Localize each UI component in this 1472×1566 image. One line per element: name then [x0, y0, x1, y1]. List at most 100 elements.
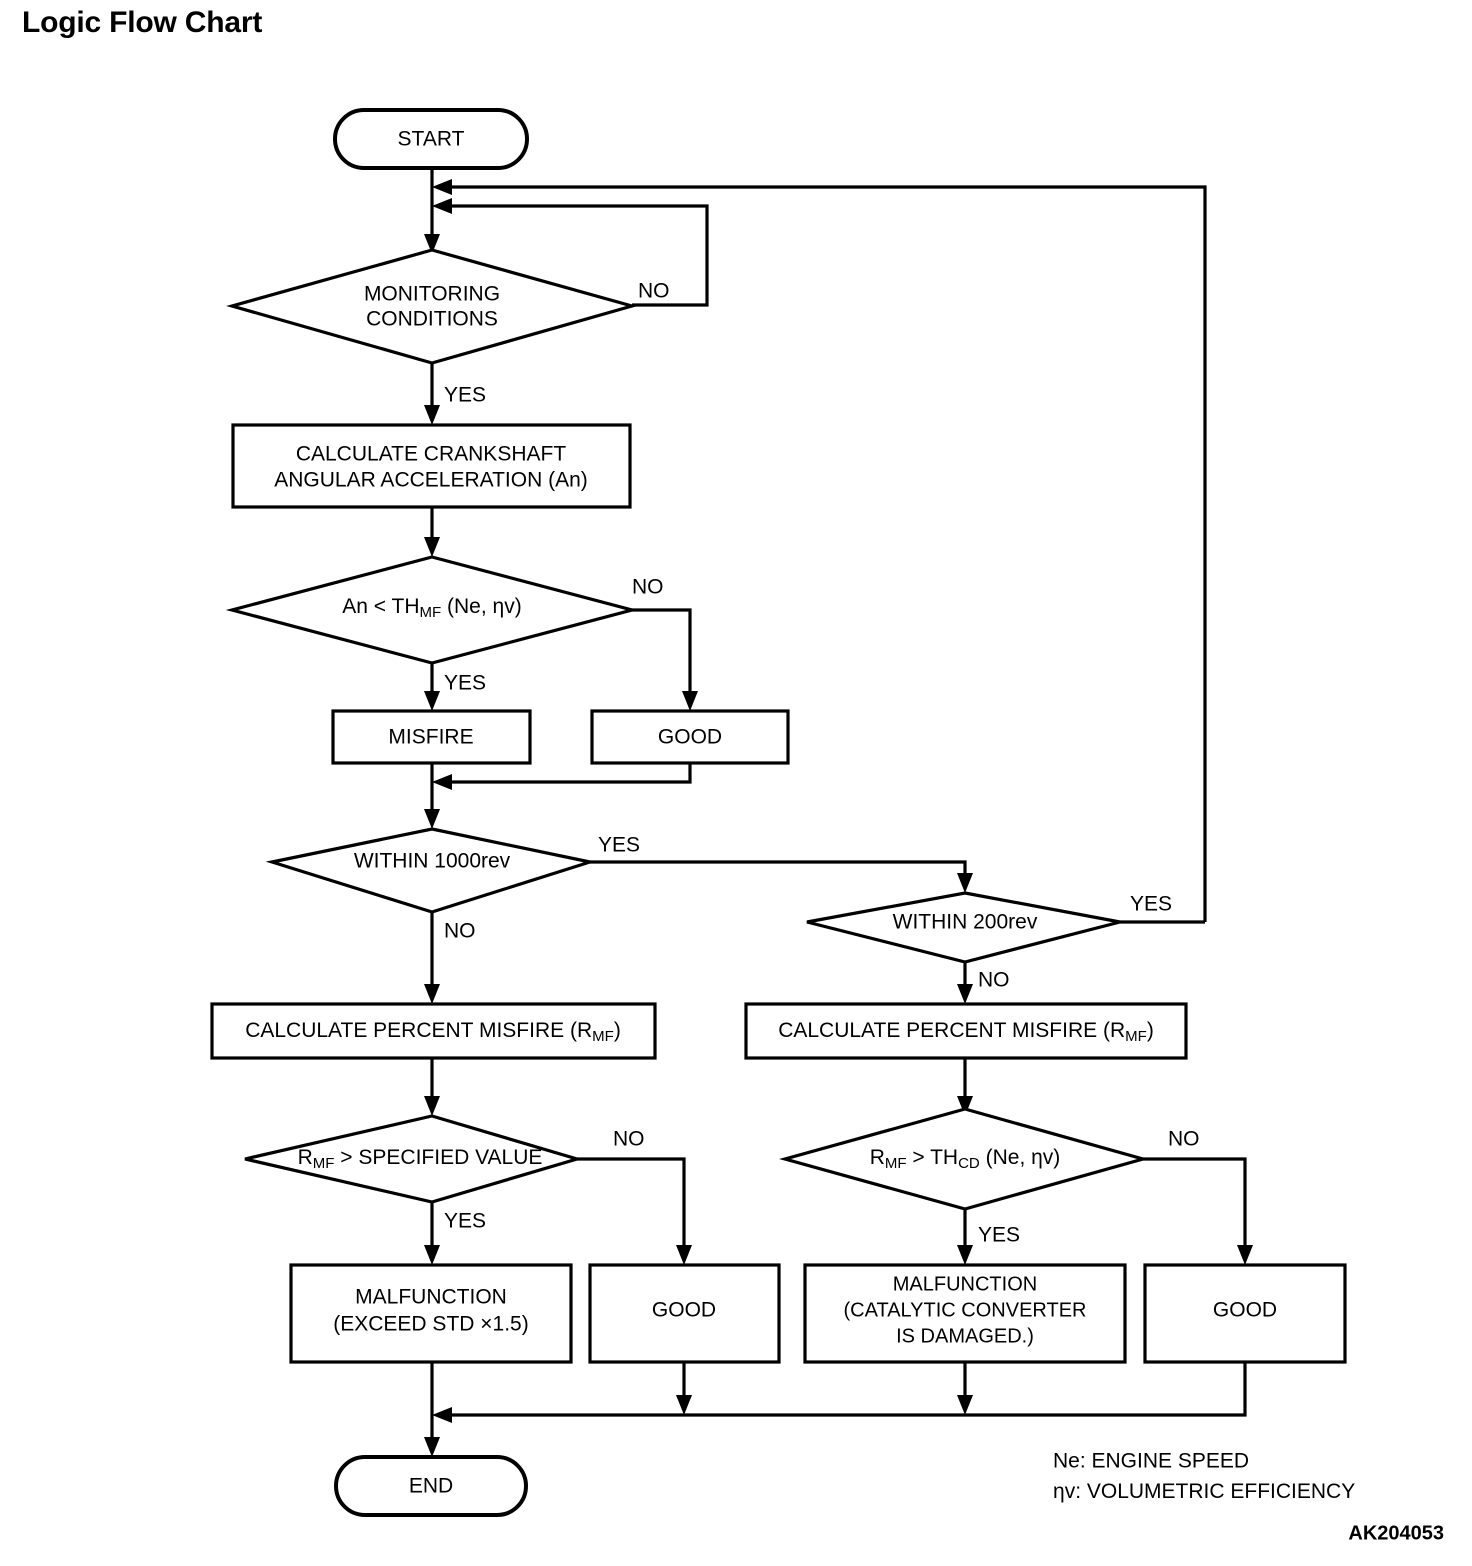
- node-an-lt-thmf-pre: An < TH: [342, 595, 419, 618]
- node-good-3[interactable]: [1143, 1263, 1347, 1364]
- node-malfunction-catalytic-converter[interactable]: [803, 1263, 1127, 1364]
- edge-label-rev1000-no: NO: [444, 920, 476, 943]
- arrowhead-malf1-to-end: [424, 1437, 440, 1457]
- rmf-thcd-sub: MF: [885, 1155, 907, 1172]
- node-calculate-percent-misfire-left[interactable]: [210, 1002, 657, 1060]
- node-malfunction-catalytic-line1: MALFUNCTION: [893, 1273, 1037, 1295]
- edge-label-rmfthcd-no: NO: [1168, 1128, 1200, 1151]
- calc-pct-left-pre: CALCULATE PERCENT MISFIRE (R: [245, 1019, 592, 1042]
- node-start-label: START: [398, 128, 465, 151]
- node-rmf-gt-specified-value[interactable]: [244, 1114, 583, 1204]
- arrowhead-good2-to-collector: [676, 1395, 692, 1415]
- edge-label-anth-yes: YES: [444, 672, 486, 695]
- arrowhead-outer-return: [432, 179, 452, 195]
- rmf-spec-pre: R: [298, 1146, 313, 1169]
- edge-label-rmfspec-yes: YES: [444, 1210, 486, 1233]
- edge-anth-no: [632, 608, 692, 700]
- node-calculate-percent-misfire-right[interactable]: [744, 1002, 1188, 1060]
- edge-outer-return-rail: [444, 185, 1207, 922]
- arrowhead-calcpctl-to-rmfspec: [424, 1096, 440, 1116]
- node-good-1[interactable]: [590, 709, 790, 765]
- node-good-2[interactable]: [588, 1263, 781, 1364]
- legend-line-2-rest: v: VOLUMETRIC EFFICIENCY: [1065, 1480, 1356, 1503]
- edge-label-rmfspec-no: NO: [613, 1128, 645, 1151]
- edge-bottom-collector: [444, 1362, 1247, 1417]
- arrowhead-rmfspec-no: [676, 1245, 692, 1265]
- node-end[interactable]: [334, 1455, 528, 1517]
- rmf-spec-sub: MF: [313, 1155, 335, 1172]
- rmf-spec-post: > SPECIFIED VALUE: [334, 1146, 542, 1169]
- node-misfire-label: MISFIRE: [388, 726, 473, 749]
- edge-label-rmfthcd-yes: YES: [978, 1224, 1020, 1247]
- edge-monitoring-no-return: [444, 204, 709, 307]
- node-calculate-crankshaft-line1: CALCULATE CRANKSHAFT: [296, 443, 566, 466]
- calc-pct-left-post: ): [614, 1019, 621, 1042]
- node-misfire[interactable]: [331, 709, 532, 765]
- node-rmf-gt-thcd[interactable]: [779, 1107, 1149, 1211]
- calc-pct-left-sub: MF: [592, 1028, 614, 1045]
- node-monitoring-label-line1: MONITORING: [364, 283, 500, 306]
- edge-label-rev200-no: NO: [978, 969, 1010, 992]
- arrowhead-monitoring-yes: [424, 405, 440, 425]
- node-calculate-crankshaft[interactable]: [231, 423, 632, 509]
- edge-label-rev1000-yes: YES: [598, 834, 640, 857]
- node-end-label: END: [409, 1475, 453, 1498]
- rmf-thcd-mid: > TH: [907, 1146, 959, 1169]
- node-malfunction-catalytic-line2: (CATALYTIC CONVERTER: [844, 1299, 1087, 1321]
- legend-line-1: Ne: ENGINE SPEED: [1053, 1450, 1249, 1473]
- node-calculate-crankshaft-line2: ANGULAR ACCELERATION (An): [274, 469, 588, 492]
- node-good-3-label: GOOD: [1213, 1299, 1277, 1322]
- node-an-lt-thmf[interactable]: [225, 555, 639, 665]
- arrowhead-good1-merge: [432, 774, 452, 790]
- arrowhead-calcpctr-to-rmfthcd: [957, 1096, 973, 1116]
- legend-eta-symbol: η: [1053, 1480, 1065, 1503]
- edge-rev1000-yes: [590, 860, 967, 882]
- node-within-1000rev[interactable]: [265, 827, 597, 914]
- node-monitoring-label-line2: CONDITIONS: [366, 308, 498, 331]
- node-an-lt-thmf-label: An < THMF (Ne, ηv): [342, 595, 521, 621]
- node-an-lt-thmf-sub: MF: [420, 604, 442, 621]
- node-malfunction-catalytic-line3: IS DAMAGED.): [896, 1325, 1034, 1347]
- edge-label-monitoring-no: NO: [638, 280, 670, 303]
- arrowhead-start-to-monitoring: [424, 234, 440, 254]
- arrowhead-bottom-collector: [432, 1407, 452, 1423]
- rmf-thcd-pre: R: [870, 1146, 885, 1169]
- figure-code: AK204053: [1348, 1522, 1444, 1544]
- arrowhead-anth-yes: [424, 691, 440, 711]
- calc-pct-right-sub: MF: [1125, 1028, 1147, 1045]
- node-good-1-label: GOOD: [658, 726, 722, 749]
- node-an-lt-thmf-post: (Ne, ηv): [441, 595, 522, 618]
- arrowhead-rmfthcd-no: [1237, 1245, 1253, 1265]
- legend-line-2: ηv: VOLUMETRIC EFFICIENCY: [1053, 1480, 1355, 1503]
- node-rmf-gt-thcd-label: RMF > THCD (Ne, ηv): [870, 1146, 1061, 1172]
- arrowhead-rmfspec-yes: [424, 1245, 440, 1265]
- edge-label-anth-no: NO: [632, 576, 664, 599]
- node-malfunction-exceed-std-line2: (EXCEED STD ×1.5): [333, 1313, 528, 1336]
- arrowhead-malf2-to-collector: [957, 1395, 973, 1415]
- edge-label-rev200-yes: YES: [1130, 893, 1172, 916]
- calc-pct-right-post: ): [1147, 1019, 1154, 1042]
- node-within-200rev[interactable]: [806, 891, 1121, 964]
- node-malfunction-exceed-std[interactable]: [289, 1263, 573, 1364]
- node-within-1000rev-label: WITHIN 1000rev: [354, 850, 511, 873]
- node-within-200rev-label: WITHIN 200rev: [893, 911, 1038, 934]
- arrowhead-calc-to-anth: [424, 537, 440, 557]
- rmf-thcd-post: (Ne, ηv): [980, 1146, 1061, 1169]
- node-monitoring-conditions[interactable]: [226, 248, 638, 365]
- arrowhead-monitoring-no-return: [432, 198, 452, 214]
- arrowhead-anth-no: [682, 691, 698, 711]
- arrowhead-rev1000-yes: [957, 873, 973, 893]
- edge-rmfspec-no: [577, 1157, 686, 1254]
- edge-rmfthcd-no: [1143, 1157, 1247, 1254]
- node-start[interactable]: [333, 108, 529, 170]
- node-calculate-percent-misfire-left-label: CALCULATE PERCENT MISFIRE (RMF): [245, 1019, 621, 1045]
- arrowhead-misfire-down: [424, 809, 440, 829]
- node-calculate-percent-misfire-right-label: CALCULATE PERCENT MISFIRE (RMF): [778, 1019, 1154, 1045]
- edge-good1-merge: [444, 763, 692, 784]
- node-good-2-label: GOOD: [652, 1299, 716, 1322]
- rmf-thcd-sub2: CD: [958, 1155, 980, 1172]
- node-rmf-gt-specified-value-label: RMF > SPECIFIED VALUE: [298, 1146, 543, 1172]
- edge-label-monitoring-yes: YES: [444, 384, 486, 407]
- arrowhead-rmfthcd-yes: [957, 1245, 973, 1265]
- arrowhead-rev200-no: [957, 984, 973, 1004]
